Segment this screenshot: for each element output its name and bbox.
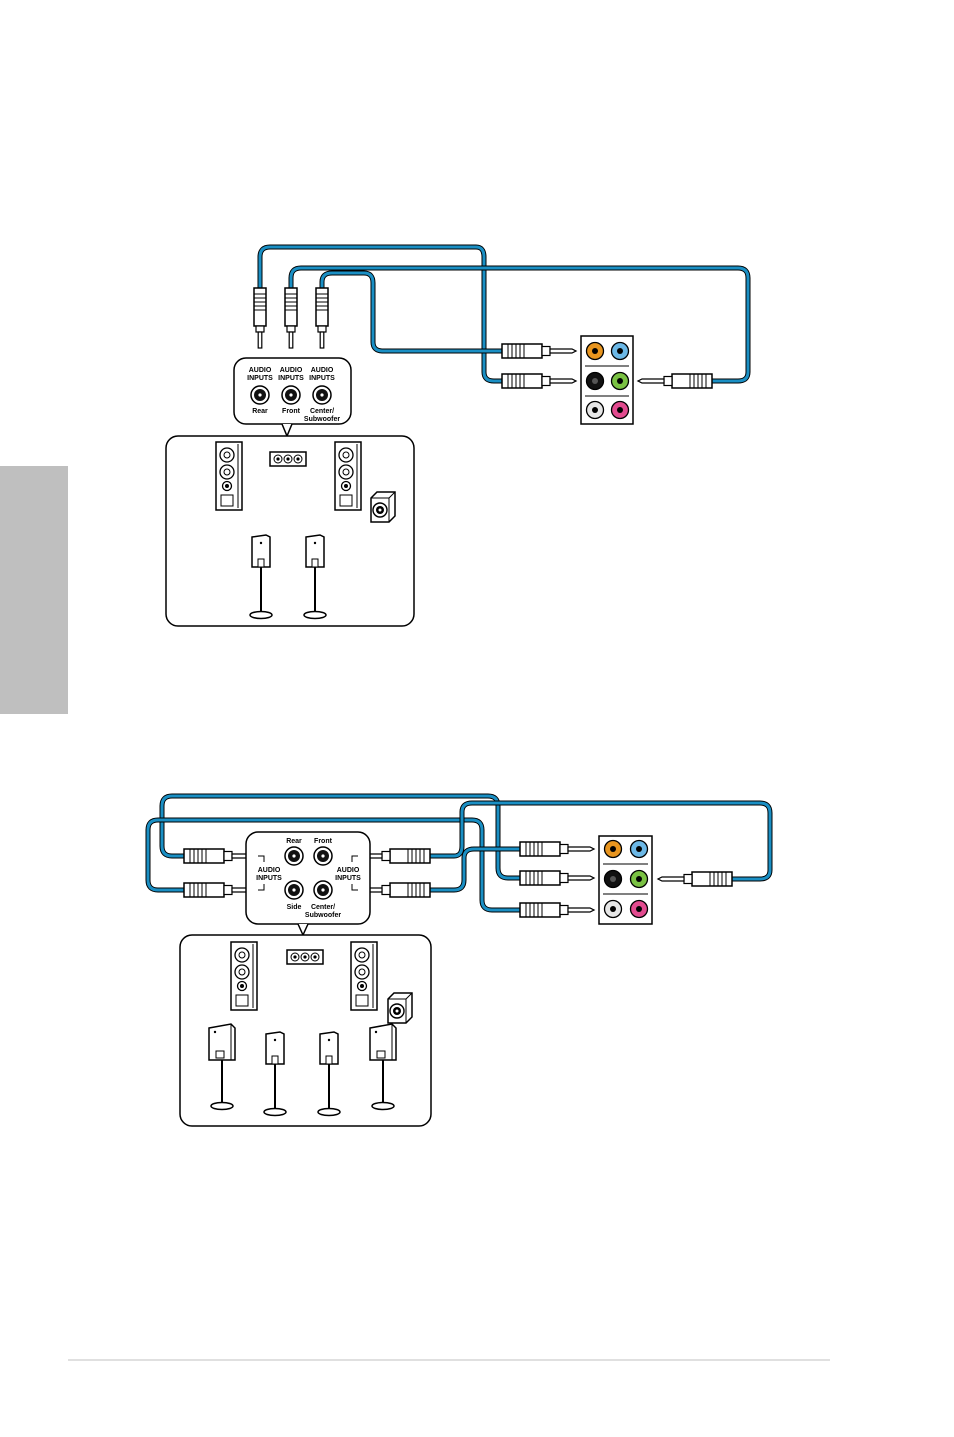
rear-label: Rear (252, 408, 268, 415)
input-jack-side-d2 (285, 881, 303, 899)
speaker-setup-d2 (180, 935, 431, 1126)
front-left-speaker (216, 442, 242, 510)
cable-front (291, 268, 748, 381)
input-jack-front (282, 386, 300, 404)
subwoofer-label-d2: Subwoofer (305, 912, 341, 919)
input-jack-front-d2 (314, 847, 332, 865)
cable-center-color (322, 273, 502, 351)
plug-pc-green-d2 (658, 872, 732, 886)
front-right-speaker-d2 (351, 942, 377, 1010)
audio-input-panel-d2: Rear Front AUDIO INPUTS AUDIO INPUTS Sid… (246, 832, 370, 935)
subwoofer-label: Subwoofer (304, 416, 340, 423)
left-inputs-label: INPUTS (256, 875, 282, 882)
plug-pc-orange-d2 (520, 842, 594, 856)
input-jack-center (313, 386, 331, 404)
diagram-6-channel: AUDIO INPUTS AUDIO INPUTS AUDIO INPUTS R… (166, 247, 748, 626)
audio-input-panel-d1: AUDIO INPUTS AUDIO INPUTS AUDIO INPUTS R… (234, 358, 351, 436)
plug-pc-black-d2 (520, 871, 594, 885)
center-label-d2: Center/ (311, 904, 335, 911)
input-jack-rear (251, 386, 269, 404)
input-label-2-bottom: INPUTS (278, 375, 304, 382)
plug-rear-input (254, 288, 266, 348)
front-right-speaker (335, 442, 361, 510)
front-label: Front (282, 408, 301, 415)
input-jack-rear-d2 (285, 847, 303, 865)
plug-front-input (285, 288, 297, 348)
cables-d2 (148, 796, 770, 910)
right-inputs-label: INPUTS (335, 875, 361, 882)
diagram-8-channel: Rear Front AUDIO INPUTS AUDIO INPUTS Sid… (148, 796, 770, 1126)
center-speaker (270, 452, 306, 466)
plug-center-input (316, 288, 328, 348)
input-label-3-top: AUDIO (311, 367, 334, 374)
side-label-d2: Side (287, 904, 302, 911)
plug-pc-black (502, 374, 576, 388)
speaker-setup-d1 (166, 436, 414, 626)
rear-label-d2: Rear (286, 838, 302, 845)
right-audio-label: AUDIO (337, 867, 360, 874)
center-speaker-d2 (287, 950, 323, 964)
input-jack-center-d2 (314, 881, 332, 899)
input-label-2-top: AUDIO (280, 367, 303, 374)
pc-audio-panel-d1 (581, 336, 633, 424)
subwoofer-speaker (371, 492, 395, 522)
front-left-speaker-d2 (231, 942, 257, 1010)
plug-pc-gray-d2 (520, 903, 594, 917)
input-label-1-bottom: INPUTS (247, 375, 273, 382)
subwoofer-speaker-d2 (388, 993, 412, 1023)
plug-pc-orange (502, 344, 576, 358)
input-label-1-top: AUDIO (249, 367, 272, 374)
cable-front-color (291, 268, 748, 381)
left-audio-label: AUDIO (258, 867, 281, 874)
front-label-d2: Front (314, 838, 333, 845)
pc-audio-panel-d2 (599, 836, 652, 924)
plug-pc-green (638, 374, 712, 388)
center-label: Center/ (310, 408, 334, 415)
input-label-3-bottom: INPUTS (309, 375, 335, 382)
cable-center (322, 273, 502, 351)
